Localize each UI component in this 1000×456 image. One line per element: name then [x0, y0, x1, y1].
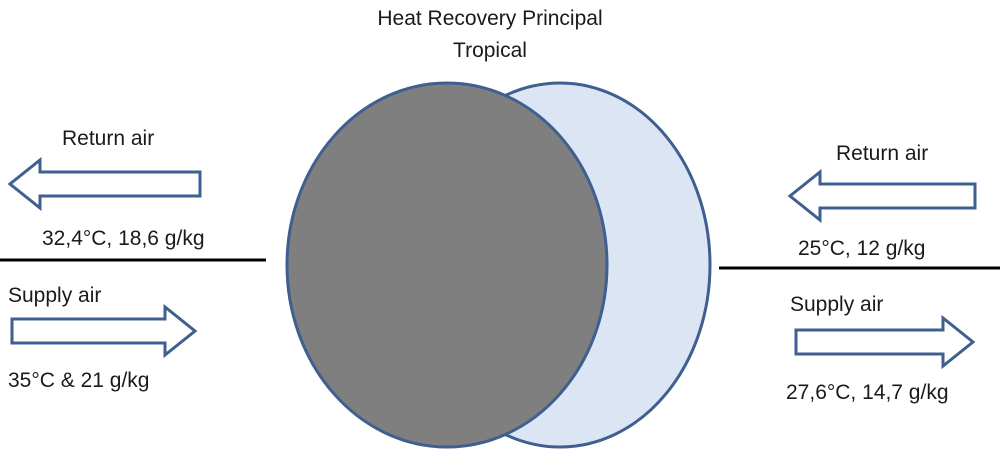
diagram-title-line2: Tropical: [453, 39, 527, 62]
diagram-title-line1: Heat Recovery Principal: [377, 7, 603, 30]
right-return-arrow: [787, 168, 977, 224]
right-return-air-label: Return air: [836, 142, 929, 165]
right-supply-arrow: [794, 314, 976, 370]
right-supply-air-conditions: 27,6°C, 14,7 g/kg: [786, 381, 949, 404]
left-return-arrow: [7, 156, 202, 212]
left-supply-air-label: Supply air: [8, 284, 102, 307]
left-return-air-conditions: 32,4°C, 18,6 g/kg: [42, 227, 205, 250]
left-supply-air-conditions: 35°C & 21 g/kg: [8, 369, 150, 392]
left-supply-arrow: [10, 303, 198, 359]
right-return-air-conditions: 25°C, 12 g/kg: [798, 237, 926, 260]
right-supply-air-label: Supply air: [790, 293, 884, 316]
left-return-air-label: Return air: [62, 127, 155, 150]
wheel-front-face: [285, 81, 609, 449]
